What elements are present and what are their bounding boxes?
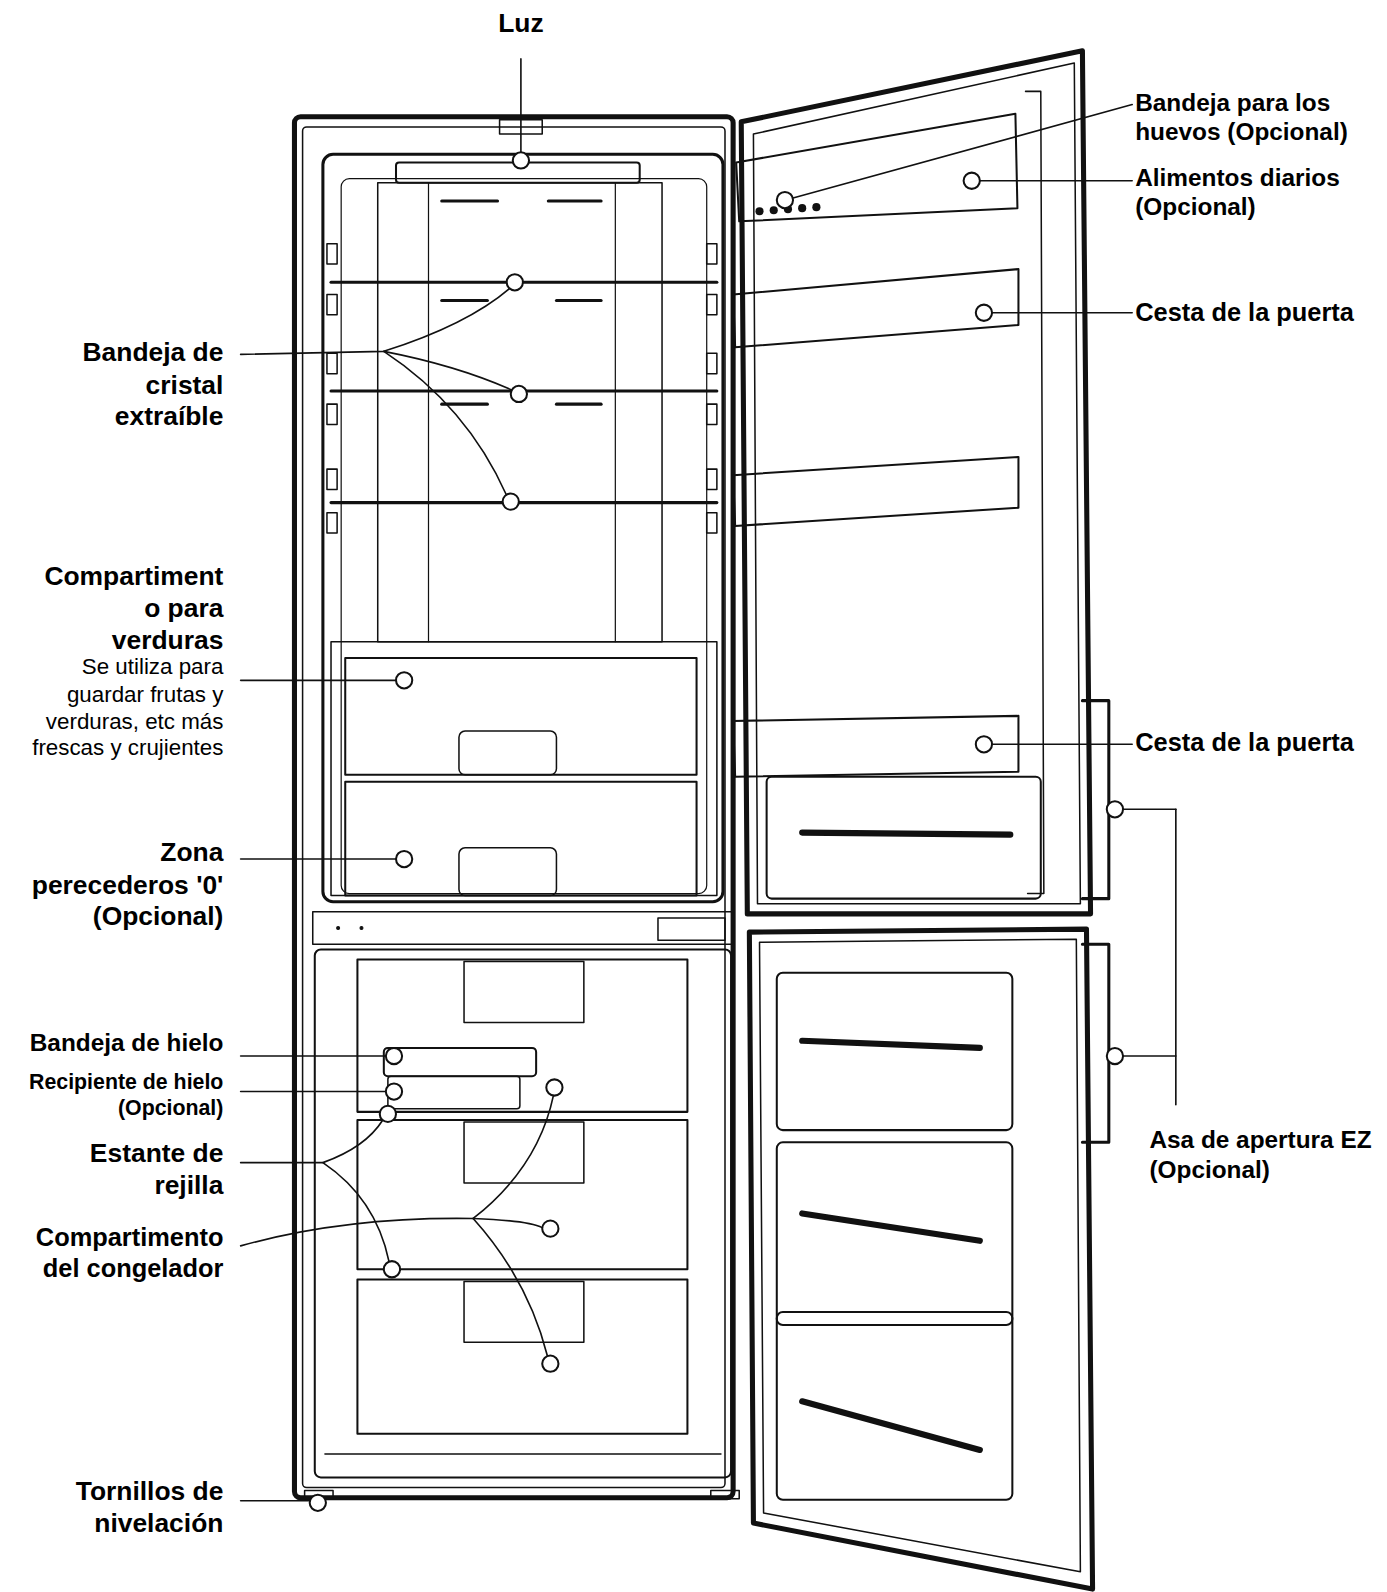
callout-dots <box>310 152 1123 1511</box>
part-label: Asa de apertura EZ (Opcional) <box>1149 1125 1377 1184</box>
part-label: Bandeja para los huevos (Opcional) <box>1135 87 1379 146</box>
part-label: Luz <box>460 8 582 40</box>
part-label: Compartimento del congelador <box>5 1222 223 1284</box>
part-label: Cesta de la puerta <box>1135 727 1384 758</box>
part-label: Tornillos de nivelación <box>15 1475 223 1539</box>
part-label: Recipiente de hielo (Opcional) <box>2 1068 223 1120</box>
part-label: Alimentos diarios (Opcional) <box>1135 162 1379 221</box>
part-label: Compartiment o para verduras <box>28 561 223 658</box>
part-label: Zona perecederos '0' (Opcional) <box>6 837 223 934</box>
part-label: Estante de rejilla <box>51 1137 224 1201</box>
leader-lines <box>241 59 1176 1501</box>
part-label: Bandeja de hielo <box>5 1028 223 1058</box>
part-label: Bandeja de cristal extraíble <box>51 337 224 434</box>
part-label: Cesta de la puerta <box>1135 296 1384 327</box>
part-label: Se utiliza para guardar frutas y verdura… <box>28 654 223 763</box>
